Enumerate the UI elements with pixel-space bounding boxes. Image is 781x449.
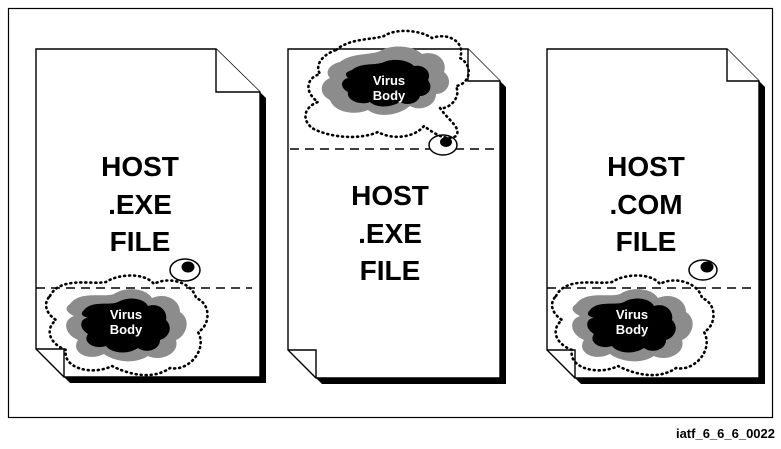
virus-label-line: Virus bbox=[616, 307, 648, 322]
document-title-line: .EXE bbox=[358, 218, 422, 249]
document-title-line: FILE bbox=[360, 255, 421, 286]
document-title-line: HOST bbox=[101, 151, 179, 182]
figure-id-caption: iatf_6_6_6_0022 bbox=[676, 426, 775, 441]
document-title-line: FILE bbox=[110, 226, 171, 257]
virus-label-line: Virus bbox=[110, 307, 142, 322]
eye-icon bbox=[170, 259, 200, 281]
document-host-exe-virus-prepended: HOST .EXE FILE Virus Body bbox=[288, 31, 506, 384]
document-title-line: HOST bbox=[351, 180, 429, 211]
document-host-exe-virus-appended: HOST .EXE FILE Virus Body bbox=[36, 49, 266, 383]
document-title-line: .COM bbox=[609, 189, 682, 220]
eye-icon bbox=[429, 135, 457, 155]
document-host-com-virus-appended: HOST .COM FILE Virus Body bbox=[547, 49, 765, 384]
document-title-line: FILE bbox=[616, 226, 677, 257]
virus-label-line: Body bbox=[373, 88, 406, 103]
eye-icon bbox=[689, 260, 717, 280]
virus-label-line: Virus bbox=[373, 73, 405, 88]
document-title-line: HOST bbox=[607, 151, 685, 182]
virus-label-line: Body bbox=[616, 322, 649, 337]
document-title-line: .EXE bbox=[108, 189, 172, 220]
virus-label-line: Body bbox=[110, 322, 143, 337]
